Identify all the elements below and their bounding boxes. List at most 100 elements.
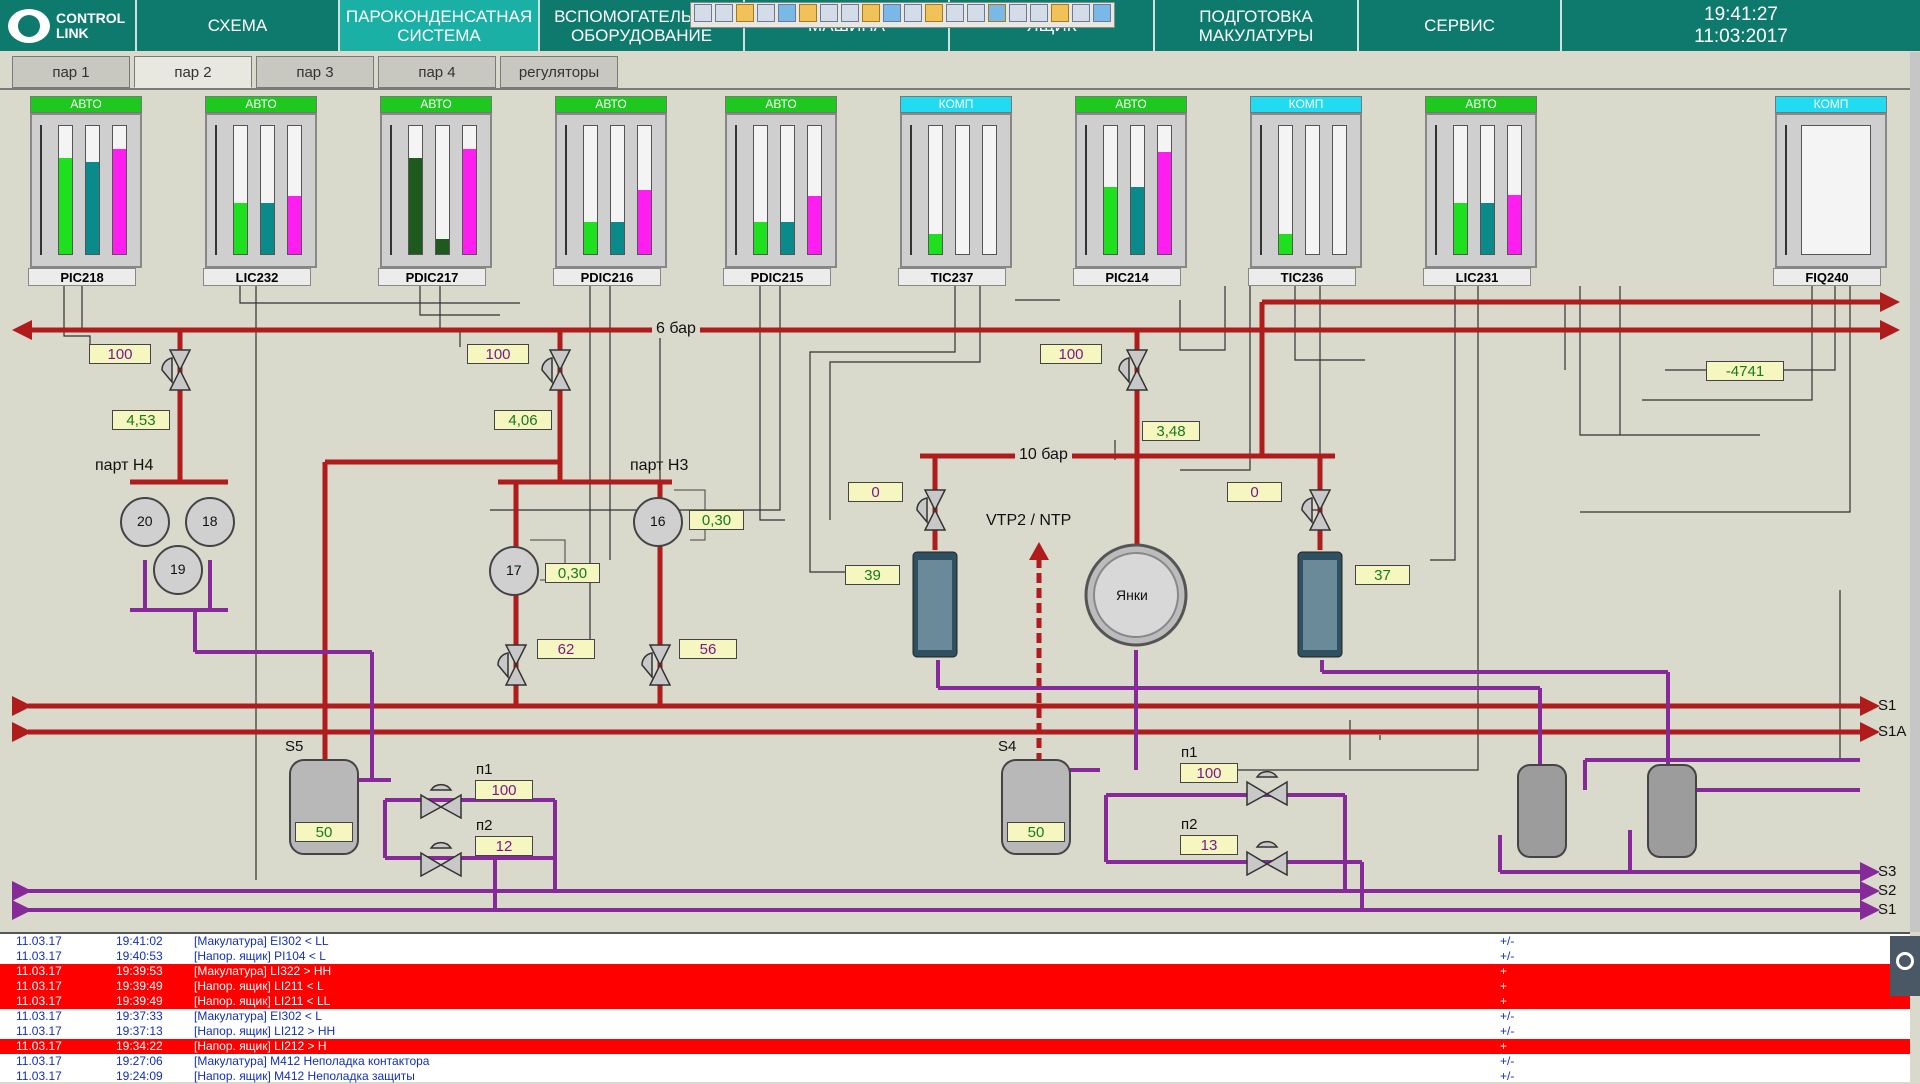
faceplate-tic236[interactable]: КОМП <box>1250 96 1362 268</box>
setpoint-pic218[interactable]: 100 <box>89 344 151 364</box>
faceplate-mode-badge[interactable]: КОМП <box>1250 96 1362 113</box>
clock: 19:41:27 11:03:2017 <box>1562 0 1920 51</box>
faceplate-mode-badge[interactable]: КОМП <box>1775 96 1887 113</box>
faceplate-pdic217[interactable]: АВТО <box>380 96 492 268</box>
faceplate-fiq240[interactable]: КОМП <box>1775 96 1887 268</box>
faceplate-pdic216[interactable]: АВТО <box>555 96 667 268</box>
faceplate-mode-badge[interactable]: АВТО <box>1075 96 1187 113</box>
faceplate-tag-pic218[interactable]: PIC218 <box>28 268 136 286</box>
faceplate-bar <box>610 125 625 255</box>
tab-steam-4[interactable]: пар 4 <box>378 56 496 88</box>
tool-lock-icon[interactable] <box>904 4 922 22</box>
alarm-ack: +/- <box>1500 1054 1515 1068</box>
tool-message-icon[interactable] <box>841 4 859 22</box>
value-p2-s5[interactable]: 12 <box>475 836 533 856</box>
faceplate-tag-pdic217[interactable]: PDIC217 <box>378 268 486 286</box>
faceplate-pic218[interactable]: АВТО <box>30 96 142 268</box>
pump-group-h3-label: парт Н3 <box>630 457 689 474</box>
faceplate-body <box>205 113 317 268</box>
tool-clock-icon[interactable] <box>778 4 796 22</box>
faceplate-tag-tic237[interactable]: TIC237 <box>898 268 1006 286</box>
tool-gear-icon[interactable] <box>1051 4 1069 22</box>
tool-edit-icon[interactable] <box>694 4 712 22</box>
tool-monitor-icon[interactable] <box>736 4 754 22</box>
setpoint-tic236[interactable]: 0 <box>1227 482 1282 502</box>
faceplate-bar-fill <box>781 222 794 254</box>
setpoint-tic237[interactable]: 0 <box>848 482 903 502</box>
alarm-time: 19:39:49 <box>116 994 163 1008</box>
faceplate-mode-badge[interactable]: АВТО <box>555 96 667 113</box>
setpoint-pic214[interactable]: 100 <box>1040 344 1102 364</box>
alarm-time: 19:39:49 <box>116 979 163 993</box>
faceplate-mode-badge[interactable]: АВТО <box>725 96 837 113</box>
faceplate-mode-badge[interactable]: АВТО <box>380 96 492 113</box>
setpoint-pdic217[interactable]: 100 <box>467 344 529 364</box>
faceplate-tag-lic231[interactable]: LIC231 <box>1423 268 1531 286</box>
faceplate-tag-pdic215[interactable]: PDIC215 <box>723 268 831 286</box>
alarm-ack: + <box>1500 964 1508 978</box>
faceplate-tag-pic214[interactable]: PIC214 <box>1073 268 1181 286</box>
tab-steam-3[interactable]: пар 3 <box>256 56 374 88</box>
tool-print-icon[interactable] <box>883 4 901 22</box>
faceplate-lic231[interactable]: АВТО <box>1425 96 1537 268</box>
tab-steam-2[interactable]: пар 2 <box>134 56 252 88</box>
faceplate-tag-pdic216[interactable]: PDIC216 <box>553 268 661 286</box>
tank-s5-label: S5 <box>285 738 304 755</box>
alarm-ack: +/- <box>1500 934 1515 948</box>
tool-settings-icon[interactable] <box>1030 4 1048 22</box>
faceplate-tag-tic236[interactable]: TIC236 <box>1248 268 1356 286</box>
faceplate-bar-fill <box>261 202 274 254</box>
valve-p2-s5-icon <box>420 851 462 878</box>
tab-steam-1[interactable]: пар 1 <box>12 56 130 88</box>
tool-minimize-icon[interactable] <box>1072 4 1090 22</box>
tab-regulators[interactable]: регуляторы <box>500 56 618 88</box>
tool-refresh-icon[interactable] <box>967 4 985 22</box>
tool-capture-icon[interactable] <box>1009 4 1027 22</box>
faceplate-mode-badge[interactable]: АВТО <box>1425 96 1537 113</box>
faceplate-pdic215[interactable]: АВТО <box>725 96 837 268</box>
nav-service[interactable]: СЕРВИС <box>1359 0 1562 51</box>
tool-network-icon[interactable] <box>757 4 775 22</box>
tool-user-icon[interactable] <box>862 4 880 22</box>
tool-lock2-icon[interactable] <box>925 4 943 22</box>
faceplate-mode-badge[interactable]: КОМП <box>900 96 1012 113</box>
tool-chat-icon[interactable] <box>799 4 817 22</box>
tool-window-icon[interactable] <box>715 4 733 22</box>
faceplate-lic232[interactable]: АВТО <box>205 96 317 268</box>
faceplate-pic214[interactable]: АВТО <box>1075 96 1187 268</box>
nav-schema[interactable]: СХЕМА <box>137 0 340 51</box>
tool-frame-icon[interactable] <box>946 4 964 22</box>
value-p1-s5[interactable]: 100 <box>475 780 533 800</box>
nav-stock-prep[interactable]: ПОДГОТОВКА МАКУЛАТУРЫ <box>1155 0 1359 51</box>
yankee-label: Янки <box>1116 587 1148 603</box>
tool-close-icon[interactable] <box>1093 4 1111 22</box>
faceplate-tag-lic232[interactable]: LIC232 <box>203 268 311 286</box>
faceplate-tag-fiq240[interactable]: FIQ240 <box>1773 268 1881 286</box>
tool-phone-icon[interactable] <box>820 4 838 22</box>
alarm-panel-toggle-icon[interactable] <box>1890 936 1920 996</box>
pump-17-icon <box>489 546 539 596</box>
value-p2-s4[interactable]: 13 <box>1180 835 1238 855</box>
right-scrollbar[interactable] <box>1910 52 1920 932</box>
nav-steam-condensate[interactable]: ПАРОКОНДЕНСАТНАЯ СИСТЕМА <box>340 0 540 51</box>
faceplate-tic237[interactable]: КОМП <box>900 96 1012 268</box>
faceplate-mode-badge[interactable]: АВТО <box>30 96 142 113</box>
faceplate-bar <box>287 125 302 255</box>
tool-screen-icon[interactable] <box>988 4 1006 22</box>
alarm-date: 11.03.17 <box>16 1039 62 1053</box>
faceplate-mode-badge[interactable]: АВТО <box>205 96 317 113</box>
value-p1-s4[interactable]: 100 <box>1180 763 1238 783</box>
alarm-text: [Напор. ящик] LI211 < LL <box>194 994 331 1008</box>
nav-auxiliary[interactable]: ВСПОМОГАТЕЛЬНОЕ ОБОРУДОВАНИЕ <box>540 0 745 51</box>
